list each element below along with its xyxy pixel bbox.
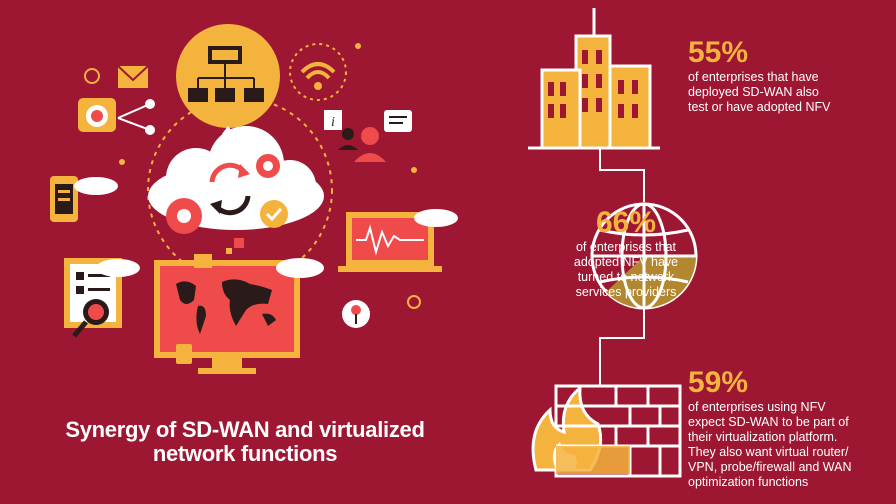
title-line-1: Synergy of SD-WAN and virtualized [65,417,425,442]
stat-3-percent: 59% [688,366,749,399]
decorative-sparkles [84,43,421,309]
gear-icon [166,154,280,234]
stat-2-line-3: turned to network [577,270,675,284]
stat-2-line-2: adopted NFV have [573,255,679,269]
network-hub-icon [176,24,280,148]
chat-icon [384,110,412,132]
stat-1-line-1: of enterprises that have [688,70,819,84]
stat-3-line-6: optimization functions [688,475,809,489]
checklist-icon [64,258,140,328]
building-icon [528,8,660,150]
connector-nodes [117,99,155,135]
phone-icon [50,176,118,222]
stats-illustration [528,8,698,478]
firewall-icon [531,384,682,478]
connector-line [599,148,645,386]
stat-block-1: 55% of enterprises that have deployed SD… [688,36,878,115]
user-icon [354,127,386,162]
stat-3-line-2: expect SD-WAN to be part of [688,415,849,429]
stat-1-line-2: deployed SD-WAN also [688,85,819,99]
stat-2-line-4: services providers [575,285,677,299]
stat-3-line-5: VPN, probe/firewall and WAN [688,460,852,474]
stat-3-line-4: They also want virtual router/ [688,445,849,459]
stat-1-percent: 55% [688,36,749,69]
rose-icon [342,300,370,328]
stat-3-line-1: of enterprises using NFV [688,400,826,414]
wifi-icon [289,43,347,101]
building-windows [548,50,638,118]
page-title: Synergy of SD-WAN and virtualized networ… [0,418,490,466]
stat-2-line-1: of enterprises that [575,240,677,254]
stat-3-line-3: their virtualization platform. [688,430,838,444]
info-icon: i [324,110,342,130]
mail-icon [117,65,149,88]
svg-text:i: i [331,115,335,130]
stat-2-percent: 66% [595,206,657,239]
small-user-icon [338,128,358,150]
network-illustration: i [50,24,458,374]
monitor-world-map-icon [154,254,324,374]
check-icon [260,200,288,228]
stat-1-line-3: test or have adopted NFV [688,100,831,114]
title-line-2: network functions [152,441,338,466]
magnifier-icon [72,299,109,338]
stat-block-2: 66% of enterprises that adopted NFV have… [560,206,692,300]
stat-block-3: 59% of enterprises using NFV expect SD-W… [688,366,888,490]
globe-icon [590,202,698,310]
laptop-icon [338,209,458,272]
camera-icon [78,98,116,132]
